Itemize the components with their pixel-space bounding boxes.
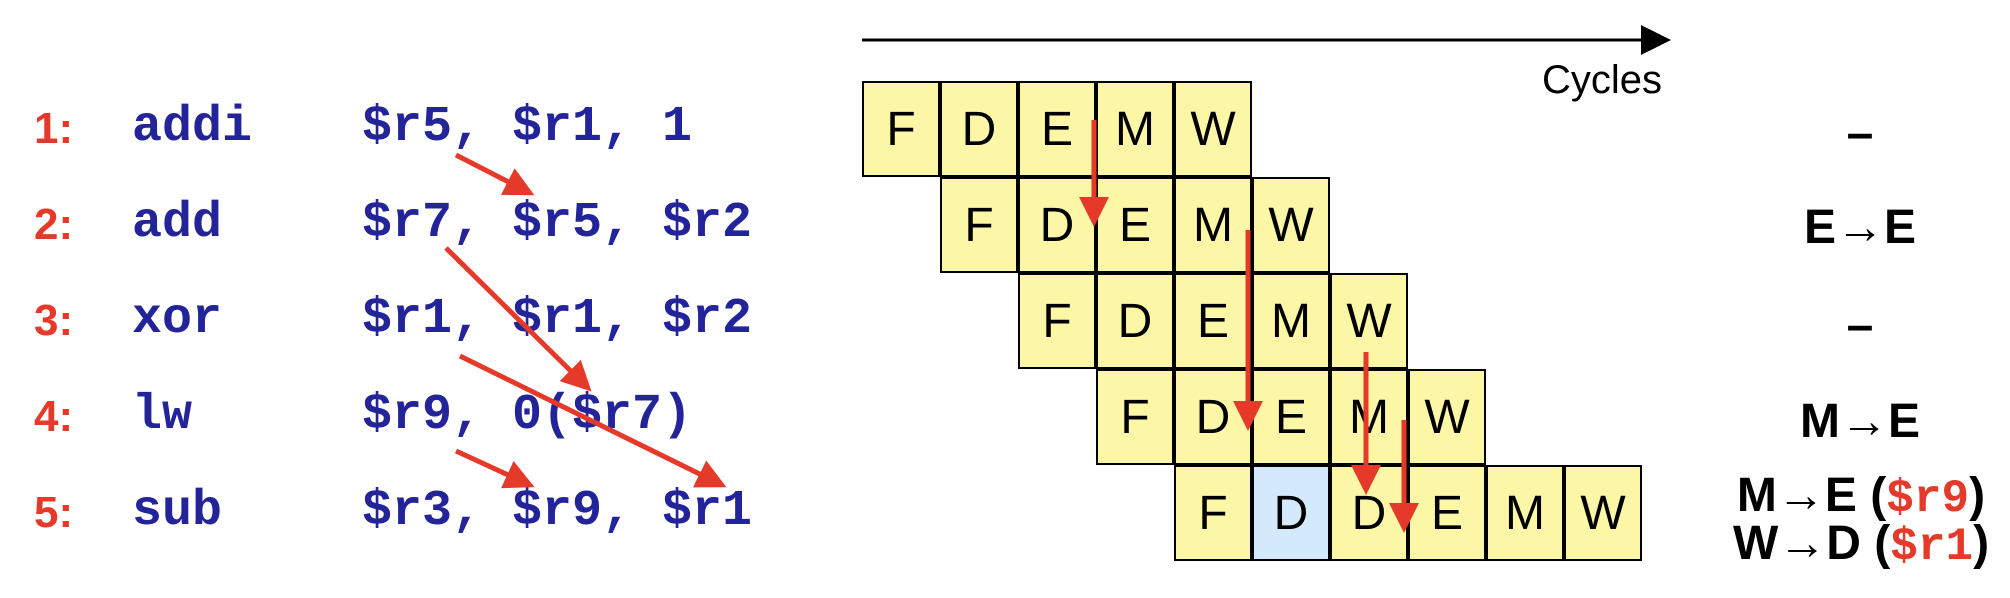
instruction-number-3: 3:: [34, 296, 74, 345]
pipeline-cell-i1-d: D: [940, 81, 1018, 177]
pipeline-cell-i1-m: M: [1096, 81, 1174, 177]
dependency-row-5a-text: M→E: [1736, 469, 1857, 522]
dependency-row-5b-register: $r1: [1890, 521, 1974, 573]
pipeline-cell-i3-w: W: [1330, 273, 1408, 369]
pipeline-cell-i5-w: W: [1564, 465, 1642, 561]
pipeline-cell-i3-e: E: [1174, 273, 1252, 369]
pipeline-cell-i5-d-stall: D: [1252, 465, 1330, 561]
pipeline-cell-i1-w: W: [1174, 81, 1252, 177]
pipeline-cell-i2-e: E: [1096, 177, 1174, 273]
instruction-number-2: 2:: [34, 200, 74, 249]
pipeline-cell-i4-f: F: [1096, 369, 1174, 465]
dependency-row-5b: W→D ($r1): [1732, 517, 1990, 573]
pipeline-cell-i2-m: M: [1174, 177, 1252, 273]
instruction-number-5: 5:: [34, 488, 74, 537]
instruction-operands-3: $r1, $r1, $r2: [362, 291, 753, 348]
pipeline-cell-i5-m: M: [1486, 465, 1564, 561]
instruction-number-4: 4:: [34, 392, 74, 441]
code-arrow-r5: [454, 152, 535, 196]
code-arrow-r1: [458, 353, 727, 488]
pipeline-cell-i3-f: F: [1018, 273, 1096, 369]
instruction-number-1: 1:: [34, 104, 74, 153]
instruction-opcode-4: lw: [132, 387, 193, 444]
pipeline-cell-i2-f: F: [940, 177, 1018, 273]
pipeline-cell-i3-d: D: [1096, 273, 1174, 369]
pipeline-cell-i3-m: M: [1252, 273, 1330, 369]
code-arrow-r9: [454, 448, 535, 489]
pipeline-cell-i4-m: M: [1330, 369, 1408, 465]
pipeline-cell-i2-w: W: [1252, 177, 1330, 273]
instruction-opcode-2: add: [132, 195, 223, 252]
instruction-operands-1: $r5, $r1, 1: [362, 99, 693, 156]
dependency-row-5a-register: $r9: [1886, 473, 1970, 525]
pipeline-cell-i1-f: F: [862, 81, 940, 177]
pipeline-cell-i1-e: E: [1018, 81, 1096, 177]
instruction-opcode-3: xor: [132, 291, 223, 348]
instruction-operands-5: $r3, $r9, $r1: [362, 483, 753, 540]
cycles-axis-label: Cycles: [1542, 58, 1663, 102]
pipeline-cell-i4-w: W: [1408, 369, 1486, 465]
pipeline-cell-i4-e: E: [1252, 369, 1330, 465]
dependency-row-2: E→E: [1803, 201, 1917, 254]
dependency-row-4: M→E: [1800, 395, 1920, 448]
dependency-row-3: –: [1846, 299, 1874, 352]
pipeline-cell-i5-f: F: [1174, 465, 1252, 561]
instruction-opcode-1: addi: [132, 99, 253, 156]
instruction-opcode-5: sub: [132, 483, 223, 540]
dependency-row-5a: M→E ($r9): [1736, 469, 1986, 525]
code-arrow-r7: [444, 246, 592, 392]
instruction-operands-2: $r7, $r5, $r2: [362, 195, 753, 252]
dependency-row-1: –: [1846, 107, 1874, 160]
dependency-row-5b-text: W→D: [1732, 517, 1861, 570]
